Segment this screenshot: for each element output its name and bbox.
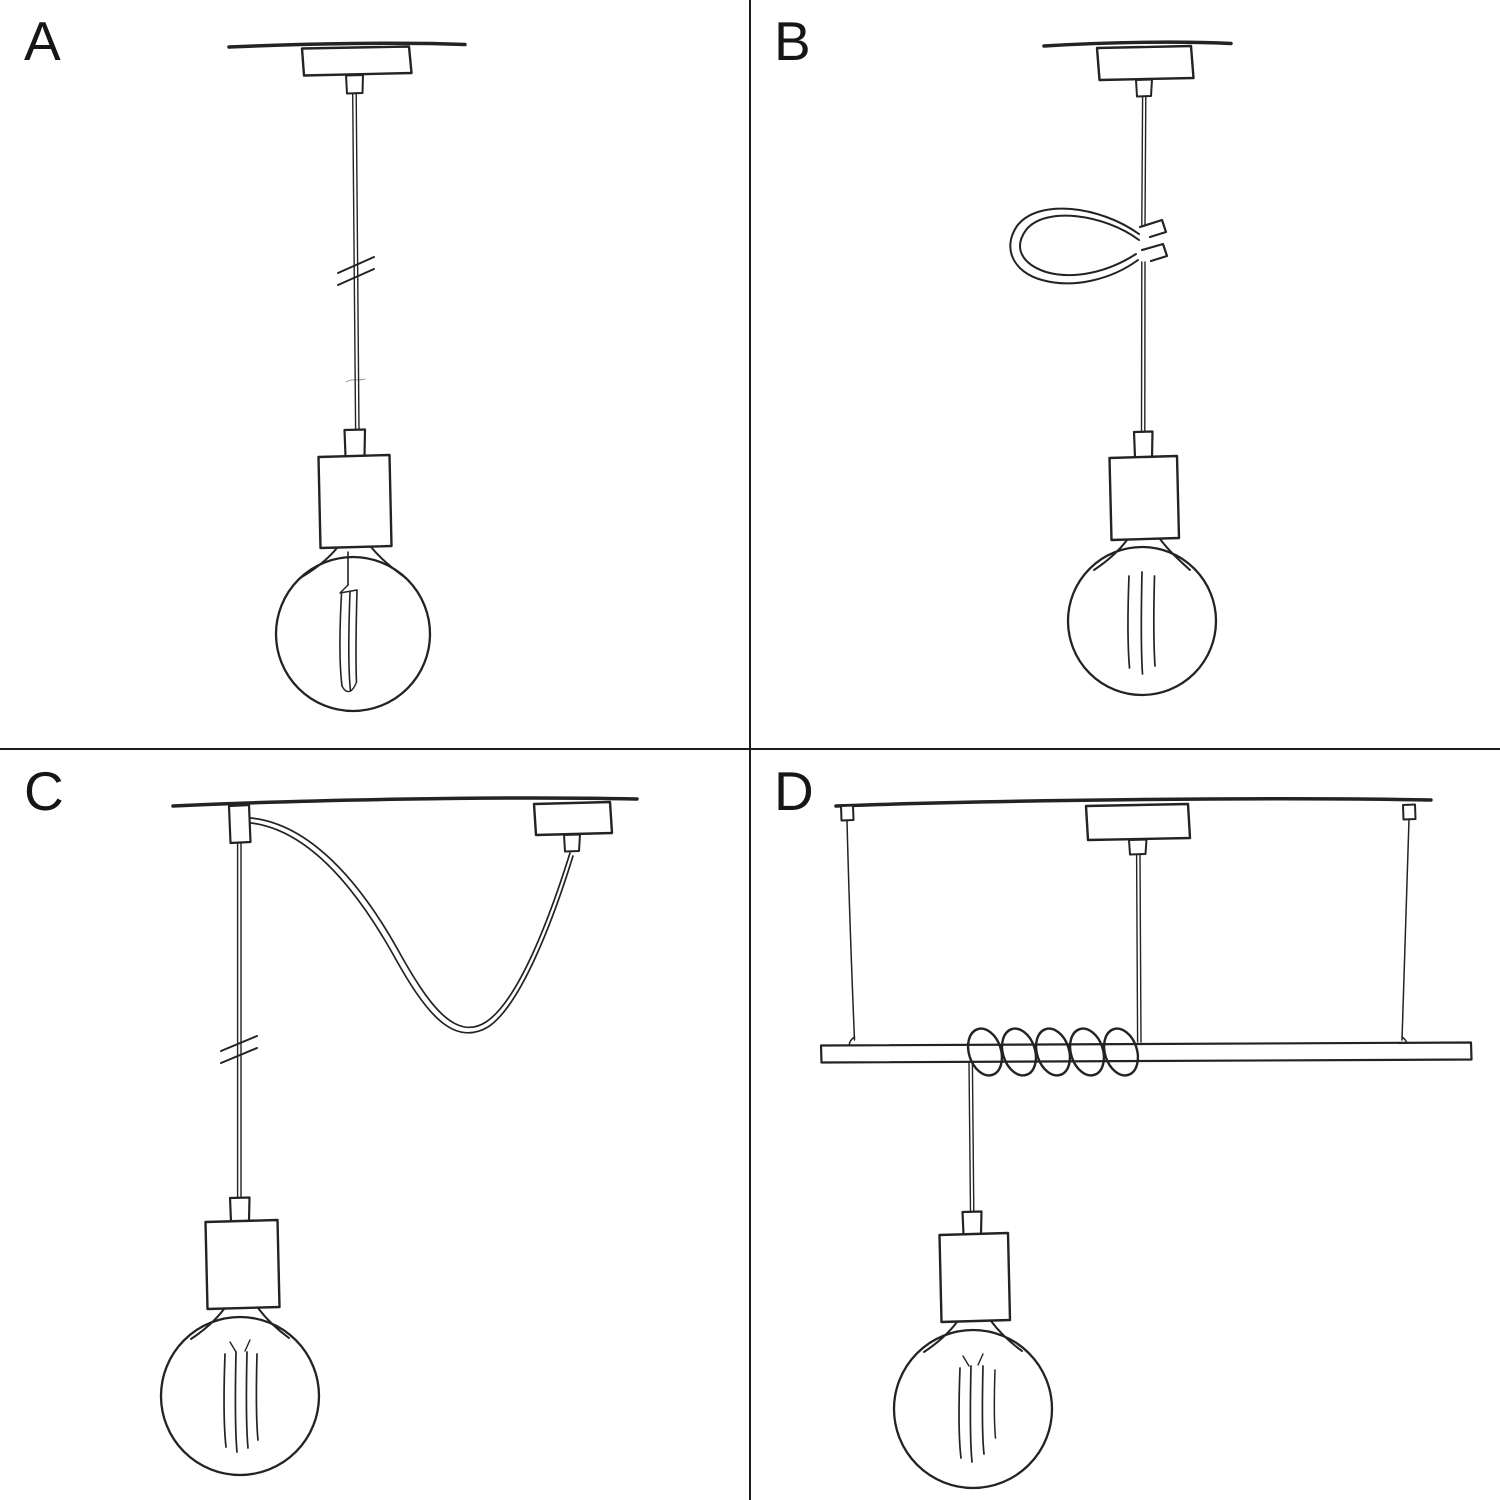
- sketch-pendant-cable-loop-hook-icon: [1009, 40, 1233, 697]
- pendant-cable: [1135, 853, 1142, 1043]
- suspension-wires: [840, 803, 1417, 1053]
- lamp-holder: [1108, 430, 1181, 542]
- drop-cable: [968, 1061, 975, 1213]
- sketch-pendant-straight-drop-icon: [227, 41, 467, 713]
- ceiling-rose: [532, 800, 614, 853]
- swag-cable: [250, 817, 574, 1034]
- ceiling-line: [227, 41, 467, 49]
- swag-hook-fitting: [227, 803, 252, 845]
- ceiling-rose: [300, 45, 413, 95]
- cable-loop-hook: [1009, 207, 1169, 285]
- light-bulb: [274, 546, 432, 713]
- ceiling-line: [171, 796, 639, 808]
- lamp-holder: [204, 1196, 281, 1311]
- panel-label-c: C: [24, 760, 64, 822]
- cable-length-marks: [220, 1035, 258, 1064]
- cable-length-marks: [337, 256, 375, 383]
- panel-label-b: B: [774, 10, 811, 72]
- panel-label-d: D: [774, 760, 814, 822]
- panel-a: A: [0, 0, 750, 750]
- wrap-bar: [819, 1041, 1473, 1064]
- light-bulb: [1066, 538, 1218, 697]
- ceiling-line: [1042, 40, 1233, 48]
- horizontal-divider: [0, 748, 1500, 750]
- panel-d: D: [750, 750, 1500, 1500]
- pendant-cable: [236, 842, 242, 1199]
- panel-b: B: [750, 0, 1500, 750]
- ceiling-line: [834, 797, 1433, 808]
- ceiling-rose: [1095, 44, 1195, 98]
- ceiling-rose: [1084, 802, 1192, 856]
- lamp-holder: [317, 428, 393, 550]
- sketch-pendant-swag-off-center-icon: [159, 796, 639, 1477]
- light-bulb: [159, 1307, 321, 1477]
- panel-c: C: [0, 750, 750, 1500]
- panel-label-a: A: [24, 10, 61, 72]
- cable-coils: [966, 1027, 1140, 1077]
- lamp-holder: [938, 1210, 1012, 1324]
- sketch-pendant-coiled-on-bar-icon: [819, 797, 1473, 1490]
- light-bulb: [892, 1320, 1054, 1490]
- vertical-divider: [749, 0, 751, 1500]
- pendant-cable: [1140, 95, 1147, 433]
